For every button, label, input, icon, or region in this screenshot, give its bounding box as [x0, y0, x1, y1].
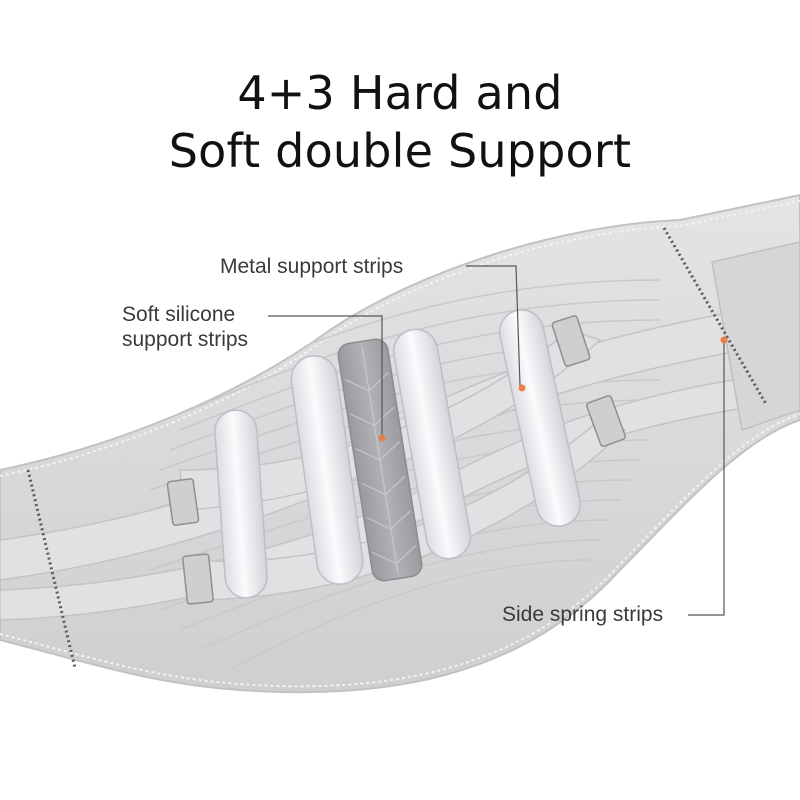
- callout-metal-support-strips: Metal support strips: [220, 254, 403, 279]
- callout-metal-label: Metal support strips: [220, 255, 404, 278]
- side-panel-right: [711, 241, 800, 431]
- callout-silicone-label-line-2: support strips: [122, 328, 249, 351]
- callout-silicone-label-line-1: Soft silicone: [122, 303, 236, 326]
- metal-strip-2: [290, 355, 364, 585]
- marker-dot-metal: [518, 384, 526, 392]
- metal-strip-3: [392, 328, 472, 560]
- silicone-support-strip: [337, 338, 423, 582]
- callout-soft-silicone-support-strips: Soft silicone support strips: [122, 302, 248, 352]
- metal-strip-1: [214, 409, 268, 599]
- headline: 4+3 Hard and Soft double Support: [0, 64, 800, 180]
- callout-side-spring-strips: Side spring strips: [502, 602, 663, 627]
- headline-line-2: Soft double Support: [168, 124, 632, 178]
- side-spring-strips: [26, 227, 768, 669]
- marker-dot-spring: [720, 336, 728, 344]
- strap-buckles: [166, 315, 626, 605]
- callout-spring-label: Side spring strips: [502, 603, 664, 626]
- headline-line-1: 4+3 Hard and: [237, 66, 563, 120]
- callout-markers: [378, 336, 728, 442]
- marker-dot-silicone: [378, 434, 386, 442]
- callout-leaders: [268, 265, 725, 616]
